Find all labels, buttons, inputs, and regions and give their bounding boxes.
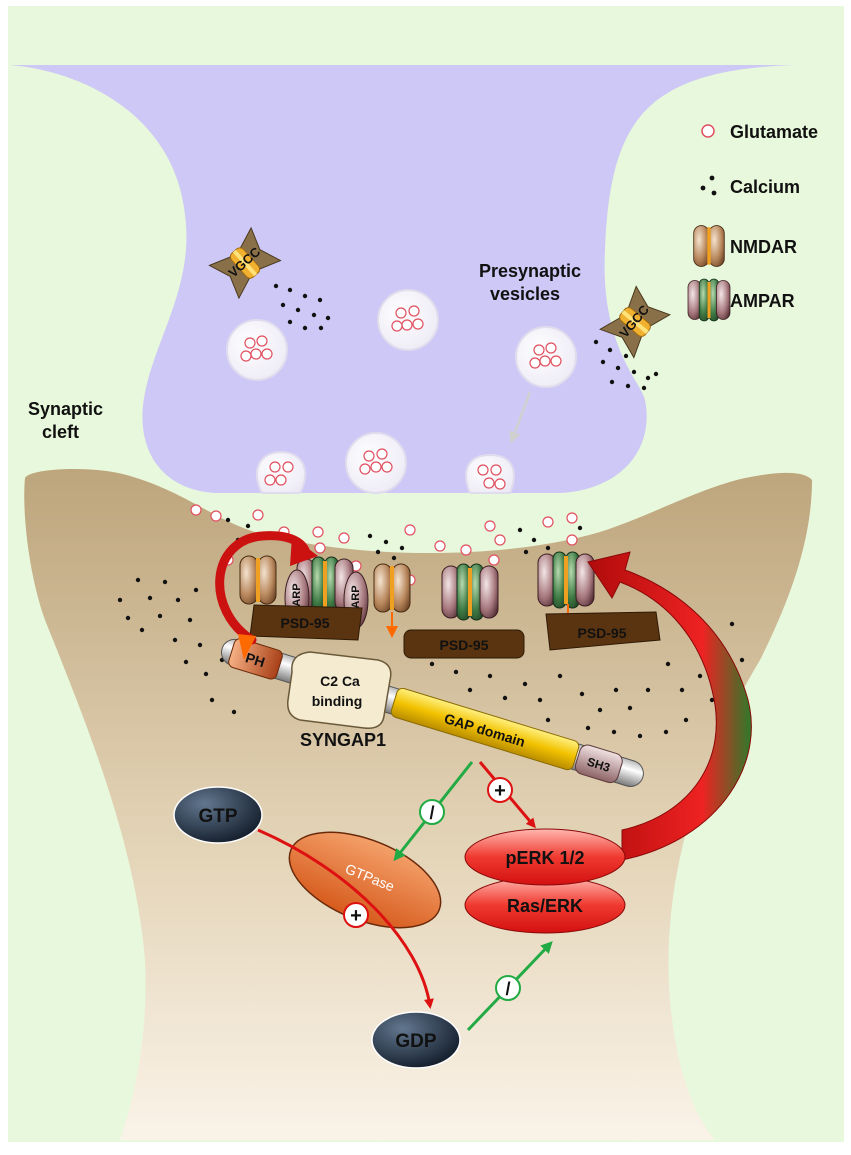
vesicle	[515, 326, 577, 388]
gtp-to-gdp-arrow	[257, 828, 434, 1009]
vesicle	[345, 432, 407, 494]
legend-label: Glutamate	[730, 122, 818, 142]
nmdar-receptor	[373, 563, 411, 613]
activation-plus: +	[350, 905, 362, 927]
legend: Glutamate Calcium NMDAR AMPAR	[687, 122, 818, 322]
psd95-scaffold: PSD-95	[403, 629, 525, 659]
ampar-receptor	[441, 563, 499, 621]
ampar-icon	[687, 278, 731, 322]
legend-item-glutamate: Glutamate	[701, 122, 818, 142]
gtp-label: GTP	[198, 806, 237, 827]
vesicle	[226, 319, 288, 381]
psd95-label: PSD-95	[280, 615, 329, 631]
gdp-node: GDP	[371, 1011, 461, 1069]
c2-label-line1: C2 Ca	[320, 673, 360, 689]
presynaptic-terminal	[10, 65, 795, 493]
ampar-receptor	[537, 551, 595, 609]
nmdar-receptor	[239, 555, 277, 605]
inhibition-symbol: /	[495, 975, 521, 1001]
perk-node: pERK 1/2	[464, 828, 626, 886]
psd95-scaffold: PSD-95	[249, 604, 363, 641]
vesicle-release-arrow	[509, 391, 532, 444]
inhibition-slash: /	[505, 979, 510, 999]
inhibition-slash: /	[429, 803, 434, 823]
psd95-scaffold: PSD-95	[545, 611, 661, 651]
vesicle	[377, 289, 439, 351]
feedback-arrow-left-head	[290, 536, 318, 566]
feedback-arrow-left-tail	[238, 634, 256, 660]
gdp-label: GDP	[395, 1031, 437, 1052]
calcium-icon	[700, 175, 717, 196]
synaptic-cleft-label-line2: cleft	[42, 422, 79, 442]
inhibition-symbol: /	[419, 799, 445, 825]
gtp-node: GTP	[173, 786, 263, 844]
feedback-arrow-right	[587, 551, 752, 861]
activation-plus: +	[494, 780, 506, 802]
syngap1-label: SYNGAP1	[300, 730, 386, 750]
activation-symbol: +	[343, 902, 369, 928]
psd95-label: PSD-95	[577, 625, 626, 641]
legend-label: NMDAR	[730, 237, 797, 257]
presynaptic-label-line2: vesicles	[490, 284, 560, 304]
nmdar-icon	[693, 225, 725, 267]
legend-item-nmdar: NMDAR	[693, 225, 797, 267]
gap-domain	[390, 687, 580, 771]
perk-label: pERK 1/2	[505, 848, 584, 868]
legend-label: Calcium	[730, 177, 800, 197]
fusing-vesicle	[465, 453, 515, 494]
synaptic-cleft-label-line1: Synaptic	[28, 399, 103, 419]
sh3-label: SH3	[585, 755, 612, 775]
c2-label-line2: binding	[312, 693, 363, 709]
psd95-label: PSD-95	[439, 637, 488, 653]
activation-symbol: +	[487, 777, 513, 803]
ph-label: PH	[244, 649, 267, 670]
tarp-label: TARP	[291, 583, 303, 612]
glutamate-icon	[701, 124, 715, 138]
sh3-domain	[574, 744, 623, 784]
fusing-vesicle	[255, 450, 307, 494]
raserk-label: Ras/ERK	[507, 896, 583, 916]
legend-item-calcium: Calcium	[700, 175, 800, 197]
legend-item-ampar: AMPAR	[687, 278, 795, 322]
presynaptic-label-line1: Presynaptic	[479, 261, 581, 281]
legend-label: AMPAR	[730, 291, 795, 311]
vesicle-group	[226, 289, 577, 494]
c2-ca-binding-domain: C2 Ca binding	[287, 651, 392, 729]
